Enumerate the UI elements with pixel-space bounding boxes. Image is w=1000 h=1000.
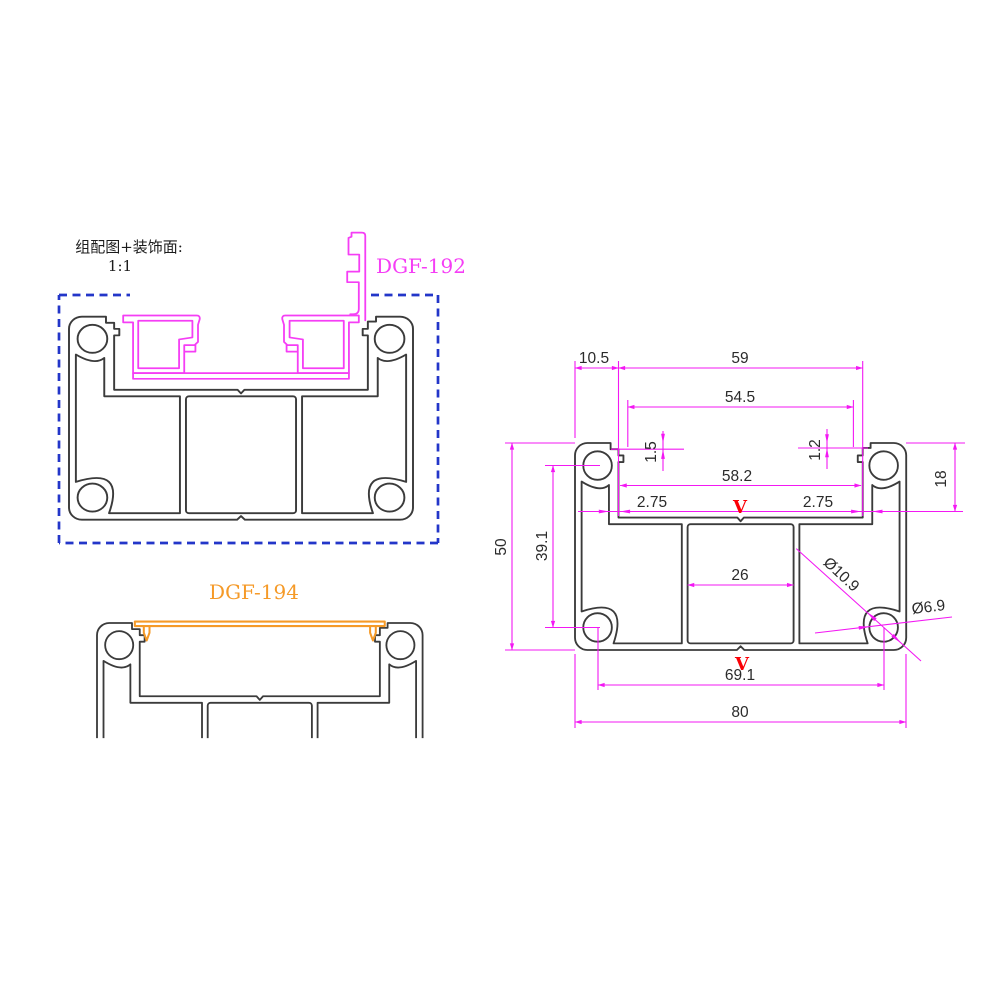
arrowhead: [851, 509, 862, 514]
arrowhead: [825, 434, 829, 444]
assembly-dashed-border: [57, 293, 440, 545]
assembly-view: 组配图+装饰面: 1:1 DGF-192: [57, 231, 466, 545]
dim-right-notch-depth: 1.2: [807, 439, 824, 461]
dgf194-flat-cap: [133, 620, 386, 628]
dim-left-notch-depth: 1.5: [643, 441, 660, 463]
arrowhead: [598, 509, 609, 514]
dim-overall-width: 80: [731, 704, 749, 721]
assembly-profile: [68, 315, 414, 521]
arrowhead: [891, 633, 901, 643]
cover-profile: [96, 622, 424, 739]
dim-channel-opening: 59: [731, 350, 748, 367]
arrowhead: [872, 509, 883, 514]
dim-hole-spacing-horizontal: 69.1: [725, 667, 755, 684]
dgf192-part-label: DGF-192: [376, 254, 466, 278]
dgf194-part-label: DGF-194: [209, 580, 299, 604]
arrowhead: [661, 433, 665, 444]
arrowhead: [867, 612, 877, 622]
dgf194-cover-strip: [133, 620, 386, 642]
dim-channel-depth: 18: [933, 470, 950, 487]
cover-profile-group: [96, 620, 424, 739]
dgf192-right-box: [281, 314, 360, 374]
dim-top-offset: 10.5: [579, 350, 609, 367]
dgf194-right-hook: [369, 626, 377, 642]
surface-finish-mark-bottom: V: [734, 654, 750, 675]
dim-floor-inset-left: 2.75: [637, 494, 667, 511]
arrowhead: [858, 626, 870, 630]
dim-hole-spacing-vertical: 39.1: [534, 531, 551, 561]
cover-view: DGF-194: [96, 580, 424, 739]
extension-lines: [505, 361, 965, 728]
dimension-lines: [509, 365, 958, 725]
dim-channel-floor-width: 58.2: [722, 468, 752, 485]
dgf194-left-hook: [142, 626, 151, 642]
dim-floor-inset-right: 2.75: [803, 494, 833, 511]
dim-center-cell-width: 26: [731, 567, 748, 584]
assembly-scale-text: 1:1: [108, 257, 132, 275]
dim-channel-inner-width: 54.5: [725, 389, 755, 406]
arrowhead: [661, 449, 665, 459]
dim-overall-height: 50: [493, 538, 510, 556]
dgf192-left-box: [122, 314, 201, 374]
diameter-leader-6-9: [814, 616, 953, 634]
dimensioned-view: 10.5 59 54.5 1.5 1.2 58.2 2.75 2.75 18 5…: [493, 350, 965, 728]
surface-finish-mark-top: V: [732, 497, 748, 518]
dimension-texts: 10.5 59 54.5 1.5 1.2 58.2 2.75 2.75 18 5…: [493, 350, 950, 721]
dgf192-top-hook-tail: [346, 231, 367, 322]
arrowhead: [620, 509, 631, 514]
assembly-caption-line1: 组配图+装饰面:: [75, 238, 183, 256]
dgf192-part-outline: [122, 231, 367, 380]
small-dimension-arrows: [598, 433, 901, 643]
dim-hole-diameter: Ø6.9: [911, 597, 946, 618]
arrowhead: [825, 448, 829, 458]
dgf192-floor-liner: [132, 372, 350, 380]
